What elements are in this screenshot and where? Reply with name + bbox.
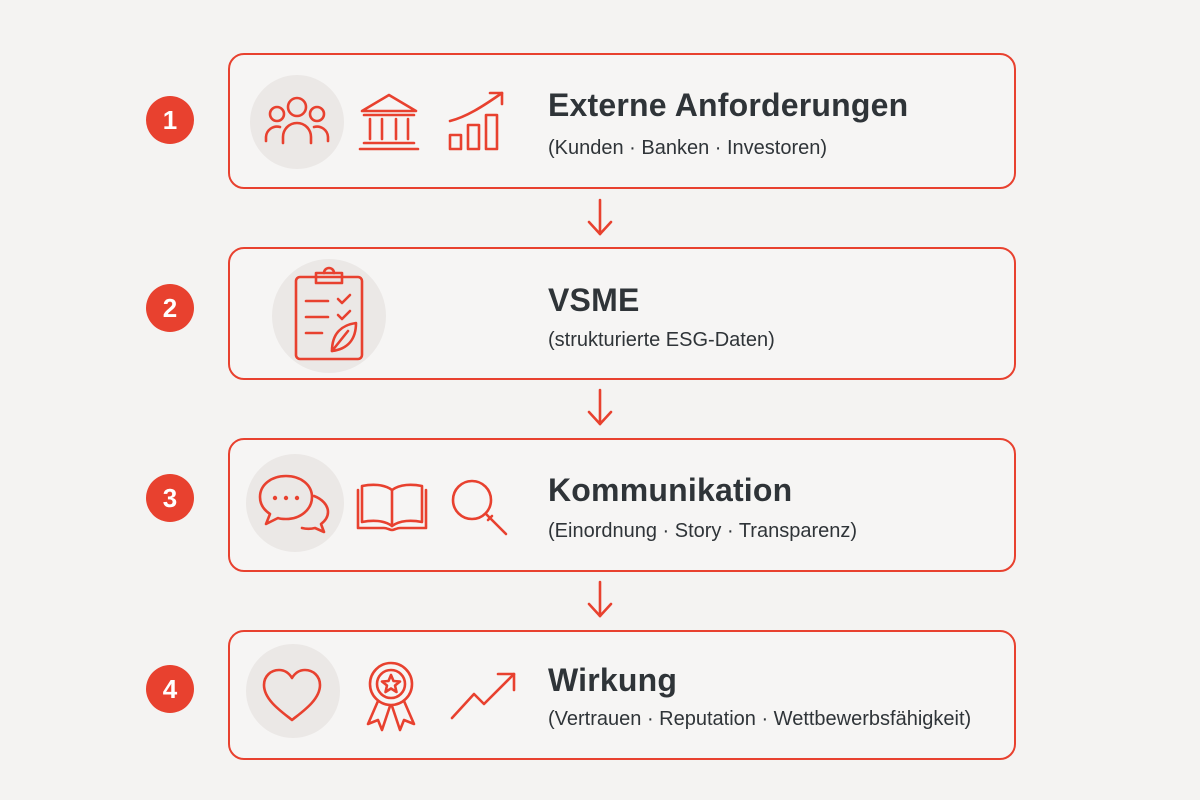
step-subtitle: (Vertrauen · Reputation · Wettbewerbsfäh… [548, 708, 972, 730]
growth-bar-chart-icon [446, 89, 510, 153]
step-2-card: VSME (strukturierte ESG-Daten) [228, 247, 1016, 380]
step-title: VSME [548, 282, 640, 318]
step-subtitle: (Einordnung · Story · Transparenz) [548, 520, 858, 542]
step-3-card: Kommunikation (Einordnung · Story · Tran… [228, 438, 1016, 572]
award-ribbon-icon [360, 660, 422, 734]
step-subtitle: (Kunden · Banken · Investoren) [548, 137, 828, 159]
down-arrow-icon [587, 388, 613, 426]
magnifier-icon [448, 476, 510, 538]
step-4-card: Wirkung (Vertrauen · Reputation · Wettbe… [228, 630, 1016, 760]
down-arrow-icon [587, 198, 613, 236]
step-4-number-badge: 4 [146, 665, 194, 713]
icon-circle-bg [246, 644, 340, 738]
step-title: Externe Anforderungen [548, 87, 909, 123]
step-1-number-badge: 1 [146, 96, 194, 144]
people-group-icon [264, 93, 330, 149]
step-2-number-badge: 2 [146, 284, 194, 332]
trend-up-arrow-icon [450, 670, 518, 722]
heart-icon [262, 668, 322, 722]
open-book-icon [356, 480, 428, 532]
icon-circle-bg [246, 454, 344, 552]
step-3-number-badge: 3 [146, 474, 194, 522]
down-arrow-icon [587, 580, 613, 618]
clipboard-checklist-leaf-icon [294, 266, 366, 361]
step-subtitle: (strukturierte ESG-Daten) [548, 329, 775, 351]
step-title: Wirkung [548, 662, 678, 698]
chat-bubbles-icon [258, 472, 330, 536]
step-1-card: Externe Anforderungen (Kunden · Banken ·… [228, 53, 1016, 189]
bank-icon [358, 91, 420, 153]
step-title: Kommunikation [548, 472, 793, 508]
